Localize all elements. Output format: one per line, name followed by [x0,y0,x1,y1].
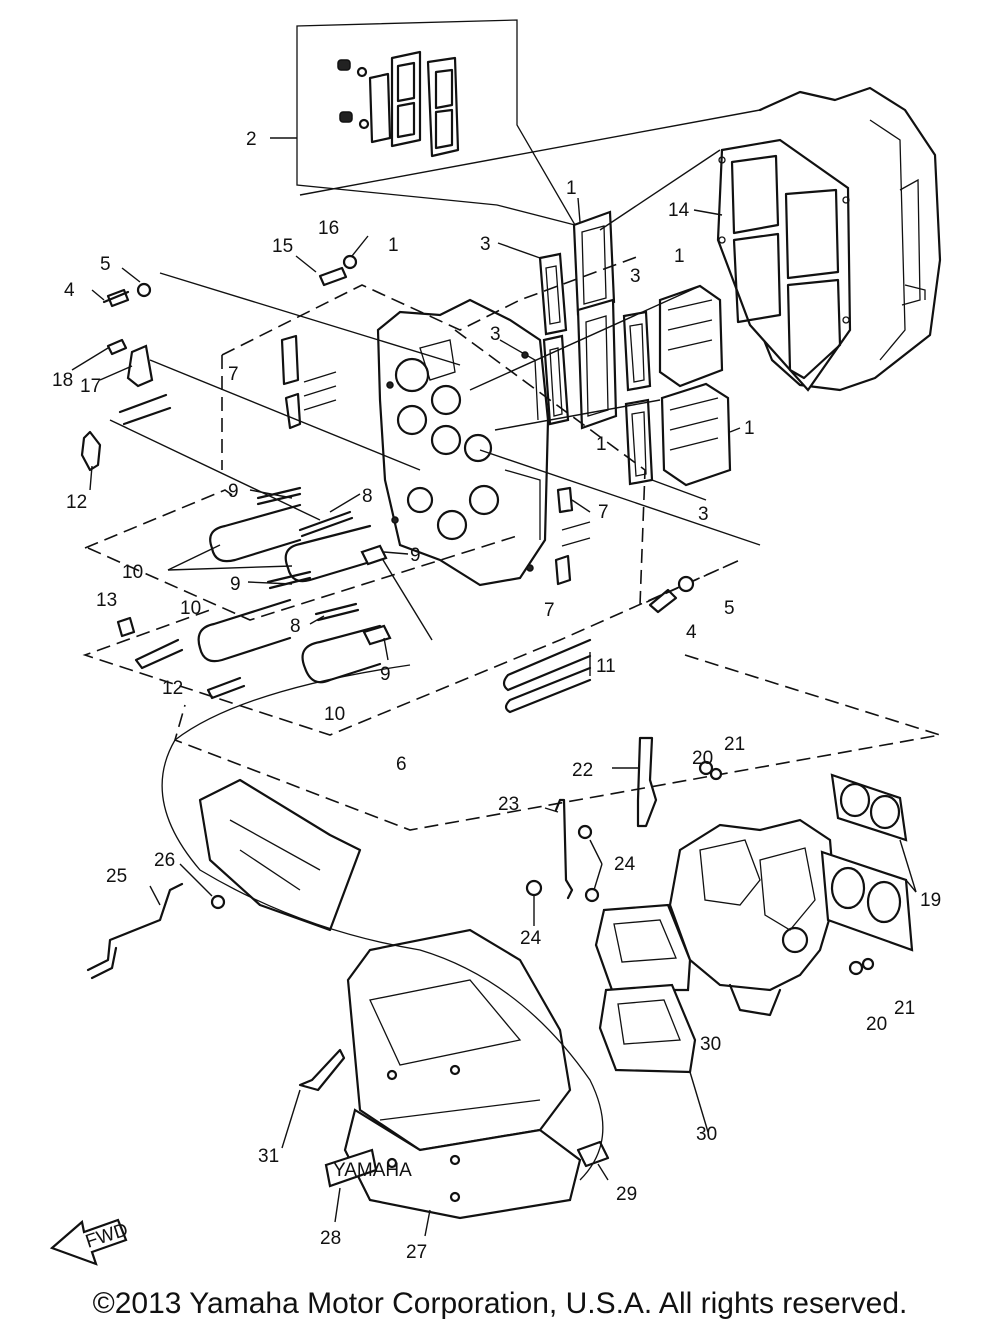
intake-silencer-gaskets [594,903,697,1074]
carburetor-gaskets [820,773,914,952]
forward-direction-arrow: FWD [49,1218,131,1266]
small-components: YAMAHA [298,1048,412,1188]
callout-31: 31 [258,1146,279,1167]
callout-3: 3 [630,266,641,287]
callout-30: 30 [696,1124,717,1145]
callout-17: 17 [80,376,101,397]
callout-23: 23 [498,794,519,815]
callout-9: 9 [380,664,391,685]
callout-8: 8 [290,616,301,637]
callout-14: 14 [668,200,690,221]
copyright-notice: ©2013 Yamaha Motor Corporation, U.S.A. A… [92,1287,908,1320]
callout-24: 24 [520,928,542,949]
callout-1: 1 [674,246,685,267]
callout-8: 8 [362,486,373,507]
callout-12: 12 [66,492,87,513]
callout-28: 28 [320,1228,341,1249]
reed-valve-kit-inset [296,19,576,226]
reed-valve-gasket [716,138,852,392]
callout-22: 22 [572,760,593,781]
callout-4: 4 [686,622,697,643]
carburetor [525,736,875,1017]
callout-7: 7 [598,502,609,523]
callout-26: 26 [154,850,175,871]
callout-29: 29 [616,1184,637,1205]
callout-13: 13 [96,590,117,611]
callout-3: 3 [490,324,501,345]
callout-4: 4 [64,280,75,301]
reed-gaskets [538,252,654,486]
callout-25: 25 [106,866,127,887]
callout-27: 27 [406,1242,427,1263]
callout-30: 30 [700,1034,721,1055]
callout-1: 1 [566,178,577,199]
fuel-hoses [80,393,592,714]
reed-valve-assembly [572,210,732,487]
callout-24: 24 [614,854,636,875]
callout-2: 2 [246,129,257,150]
callout-12: 12 [162,678,183,699]
callout-10: 10 [122,562,143,583]
callout-1: 1 [596,434,607,455]
callout-5: 5 [724,598,735,619]
callout-10: 10 [180,598,201,619]
callout-leader-lines [71,137,917,1237]
callout-9: 9 [230,574,241,595]
callout-3: 3 [480,234,491,255]
callout-20: 20 [866,1014,887,1035]
hardware-fasteners [102,254,695,638]
callout-labels: 1 1 1 1 1 2 3 3 3 3 4 4 5 5 6 7 7 7 8 8 … [52,129,941,1263]
callout-9: 9 [410,545,421,566]
crankcase-outline [758,86,942,392]
emblem-label: YAMAHA [333,1160,412,1181]
intake-silencer [343,928,610,1220]
callout-21: 21 [894,998,915,1019]
intake-manifold [376,298,550,587]
callout-7: 7 [228,364,239,385]
callout-21: 21 [724,734,745,755]
callout-3: 3 [698,504,709,525]
callout-1: 1 [388,235,399,256]
callout-6: 6 [396,754,407,775]
callout-10: 10 [324,704,345,725]
callout-19: 19 [920,890,941,911]
callout-15: 15 [272,236,293,257]
callout-5: 5 [100,254,111,275]
callout-11: 11 [596,656,616,677]
callout-16: 16 [318,218,339,239]
callout-7: 7 [544,600,555,621]
callout-9: 9 [228,481,239,502]
callout-20: 20 [692,748,713,769]
mounting-bracket [86,664,604,1181]
callout-1: 1 [744,418,755,439]
callout-18: 18 [52,370,73,391]
assembly-boundary-lines [82,109,941,831]
